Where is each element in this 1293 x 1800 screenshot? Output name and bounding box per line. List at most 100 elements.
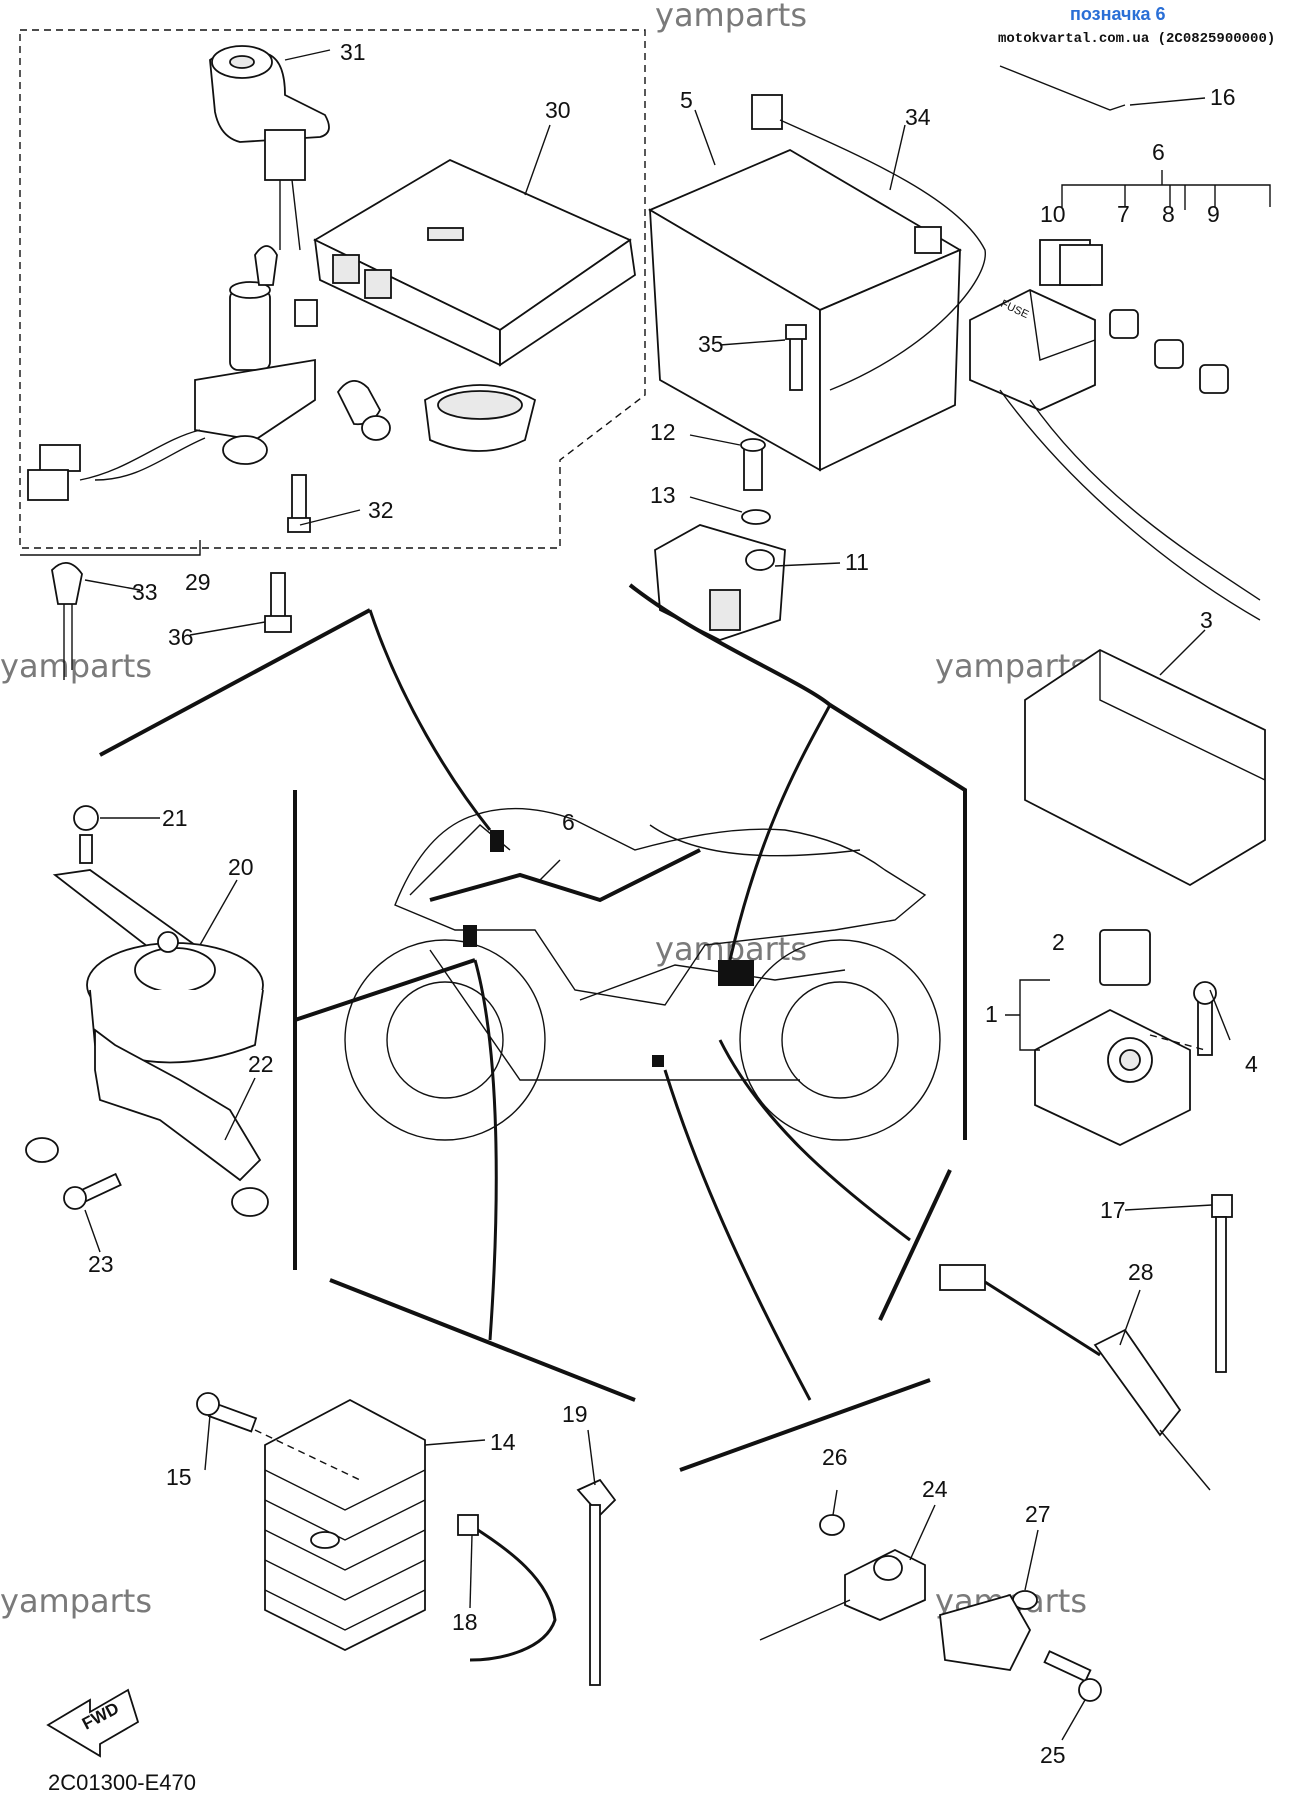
starter-relay-bracket [1005, 979, 1050, 1051]
watermark-left-lower: yamparts [0, 1582, 152, 1620]
header-title: позначка 6 [1070, 4, 1166, 24]
callout-32: 32 [368, 497, 394, 523]
horn-bracket [25, 1028, 269, 1217]
leader-reg-left [329, 1278, 636, 1402]
spare-fuse-10 [1039, 239, 1103, 286]
callout-5: 5 [680, 87, 693, 113]
leader-sensor-right [663, 1069, 812, 1401]
bolt-4-dash [1149, 1034, 1206, 1051]
ecu-unit [313, 158, 636, 367]
callout-24: 24 [922, 1476, 948, 1502]
callout-10: 10 [1040, 201, 1066, 227]
bolt-15 [196, 1392, 258, 1433]
callout-23: 23 [88, 1251, 114, 1277]
callout-1: 1 [985, 1001, 998, 1027]
leader-battery [628, 583, 832, 707]
main-switch [27, 245, 318, 501]
callout-28: 28 [1128, 1259, 1154, 1285]
diagram-code: 2C01300-E470 [48, 1770, 196, 1795]
callout-14: 14 [490, 1429, 516, 1455]
nut-26 [819, 1514, 845, 1536]
leader-ignition [99, 608, 371, 757]
callout-30: 30 [545, 97, 571, 123]
callout-33: 33 [132, 579, 158, 605]
fwd-arrow: FWD [46, 1688, 140, 1758]
wire-16 [999, 65, 1126, 111]
callout-26: 26 [822, 1444, 848, 1470]
motorcycle-outline [344, 807, 941, 1141]
callout-27: 27 [1025, 1501, 1051, 1527]
callout-22: 22 [248, 1051, 274, 1077]
callout-3: 3 [1200, 607, 1213, 633]
callout-2: 2 [1052, 929, 1065, 955]
leader-reg-right [473, 959, 498, 1341]
callout-15: 15 [166, 1464, 192, 1490]
callout-6-bike: 6 [562, 809, 575, 835]
relay-11 [654, 524, 786, 641]
callout-18: 18 [452, 1609, 478, 1635]
callout-36: 36 [168, 624, 194, 650]
bolt-12 [740, 438, 766, 491]
callout-7: 7 [1117, 201, 1130, 227]
bolt-4 [1193, 981, 1217, 1056]
relay-cover [1024, 648, 1266, 887]
relay-2 [1099, 929, 1151, 986]
callout-29: 29 [185, 569, 211, 595]
fuse-9 [1199, 364, 1229, 394]
header-source: motokvartal.com.ua (2C0825900000) [998, 31, 1275, 47]
battery-lead [779, 119, 986, 391]
cable-tie-18 [469, 1523, 557, 1662]
horn-bolt-21 [73, 805, 99, 864]
callout-8: 8 [1162, 201, 1175, 227]
callout-leaders [20, 49, 1231, 1741]
ignition-key [51, 562, 83, 680]
leader-horn-right [294, 958, 476, 1022]
leader-switch-2 [718, 1039, 911, 1242]
callout-9: 9 [1207, 201, 1220, 227]
fuse-group-bracket [1061, 170, 1271, 207]
callout-21: 21 [162, 805, 188, 831]
callout-31: 31 [340, 39, 366, 65]
bolt-15-dash [254, 1429, 361, 1481]
fuel-tank-cap [424, 384, 537, 452]
callout-6-fuse: 6 [1152, 139, 1165, 165]
callout-17: 17 [1100, 1197, 1126, 1223]
leader-relay-group [828, 703, 967, 1140]
rectifier-regulator [264, 1398, 426, 1652]
callout-20: 20 [228, 854, 254, 880]
fuse-8 [1154, 339, 1184, 369]
leader-sensor-left [679, 1378, 931, 1472]
leader-battery-2 [728, 704, 832, 961]
sensor-28 [939, 1264, 1211, 1491]
callout-11: 11 [845, 549, 869, 575]
callout-19: 19 [562, 1401, 588, 1427]
bolt-36 [264, 572, 292, 633]
watermark-left-upper: yamparts [0, 647, 152, 685]
leader-ignition-2 [368, 609, 492, 831]
callout-25: 25 [1040, 1742, 1066, 1768]
leader-switch [878, 1169, 952, 1321]
switch-plate [939, 1593, 1032, 1671]
callout-16: 16 [1210, 84, 1236, 110]
cable-tie-18-head [457, 1514, 479, 1536]
washer-13 [741, 509, 771, 525]
callout-4: 4 [1245, 1051, 1258, 1077]
seat-lock [336, 380, 391, 441]
bolt-35 [785, 324, 807, 391]
fuse-7 [1109, 309, 1139, 339]
watermark-top: yamparts [655, 0, 807, 34]
horn [52, 869, 264, 1064]
callout-12: 12 [650, 419, 676, 445]
key-cylinder-cap [209, 45, 330, 251]
ignition-group-box [19, 29, 646, 549]
battery [648, 94, 962, 472]
sensor-switch-24 [759, 1548, 926, 1641]
callout-34: 34 [905, 104, 931, 130]
cable-tie-17 [1211, 1194, 1233, 1373]
cable-clamp-19 [576, 1478, 617, 1686]
callout-13: 13 [650, 482, 676, 508]
bolt-32 [287, 474, 311, 533]
bolt-25 [1043, 1650, 1102, 1702]
callout-35: 35 [698, 331, 724, 357]
